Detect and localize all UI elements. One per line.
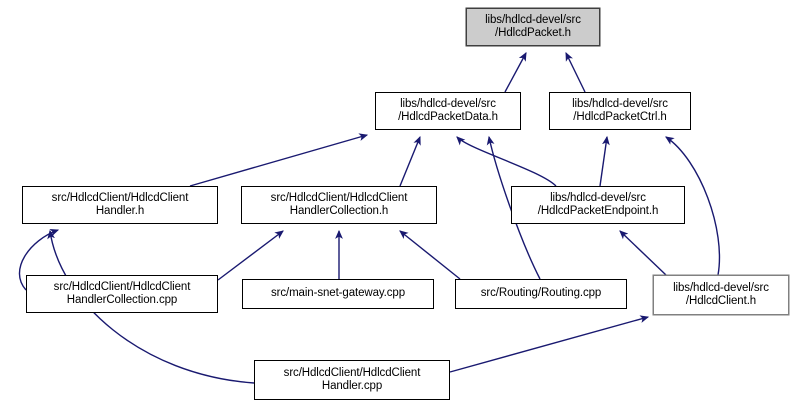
graph-edge-routing_cpp-to-hdlcdpacketdata: [486, 135, 541, 280]
graph-node-clienthandler_h[interactable]: src/HdlcdClient/HdlcdClient Handler.h: [22, 186, 218, 224]
graph-node-label: libs/hdlcd-devel/src /HdlcdClient.h: [673, 281, 769, 308]
graph-node-hdlcdpacketctrl[interactable]: libs/hdlcd-devel/src /HdlcdPacketCtrl.h: [549, 92, 691, 130]
graph-node-mainsnetgateway_cpp[interactable]: src/main-snet-gateway.cpp: [242, 279, 434, 309]
graph-node-label: libs/hdlcd-devel/src /HdlcdPacket.h: [485, 13, 581, 40]
graph-edge-clienthandler_cpp-to-clienthandler_h: [47, 229, 255, 384]
graph-edge-hdlcdclient_h-to-hdlcdpacketctrl: [665, 136, 721, 276]
graph-node-label: src/HdlcdClient/HdlcdClient HandlerColle…: [270, 191, 408, 218]
graph-edge-hdlcdclient_h-to-packetendpoint_h: [619, 230, 667, 276]
graph-edge-hdlcdpacketctrl-to-hdlcdpacket: [565, 51, 586, 93]
graph-node-label: src/HdlcdClient/HdlcdClient Handler.cpp: [283, 366, 421, 393]
graph-node-label: src/Routing/Routing.cpp: [480, 287, 602, 300]
graph-edge-packetendpoint_h-to-hdlcdpacketctrl: [599, 135, 610, 187]
graph-edge-clienthandlercollection_cpp-to-clienthandlercollection_h: [217, 230, 284, 281]
graph-edge-clienthandler_cpp-to-hdlcdclient_h: [449, 315, 650, 373]
graph-node-clienthandlercollection_cpp[interactable]: src/HdlcdClient/HdlcdClient HandlerColle…: [26, 275, 218, 313]
graph-node-hdlcdclient_h[interactable]: libs/hdlcd-devel/src /HdlcdClient.h: [653, 275, 789, 315]
graph-node-label: libs/hdlcd-devel/src /HdlcdPacketCtrl.h: [572, 97, 668, 124]
graph-node-label: src/HdlcdClient/HdlcdClient HandlerColle…: [53, 280, 191, 307]
graph-node-hdlcdpacketdata[interactable]: libs/hdlcd-devel/src /HdlcdPacketData.h: [375, 92, 521, 130]
graph-node-label: src/HdlcdClient/HdlcdClient Handler.h: [51, 191, 189, 218]
graph-node-label: libs/hdlcd-devel/src /HdlcdPacketData.h: [398, 97, 498, 124]
graph-node-label: src/main-snet-gateway.cpp: [270, 287, 406, 300]
graph-edge-clienthandlercollection_h-to-hdlcdpacketdata: [399, 135, 421, 187]
graph-node-packetendpoint_h[interactable]: libs/hdlcd-devel/src /HdlcdPacketEndpoin…: [511, 186, 685, 224]
graph-node-clienthandler_cpp[interactable]: src/HdlcdClient/HdlcdClient Handler.cpp: [254, 360, 450, 400]
graph-node-hdlcdpacket[interactable]: libs/hdlcd-devel/src /HdlcdPacket.h: [466, 8, 600, 46]
graph-node-label: libs/hdlcd-devel/src /HdlcdPacketEndpoin…: [537, 191, 659, 218]
graph-node-clienthandlercollection_h[interactable]: src/HdlcdClient/HdlcdClient HandlerColle…: [241, 186, 437, 224]
graph-edge-routing_cpp-to-clienthandlercollection_h: [399, 230, 461, 280]
graph-edge-clienthandler_h-to-hdlcdpacketdata: [189, 133, 369, 187]
graph-edge-hdlcdpacketdata-to-hdlcdpacket: [504, 52, 527, 93]
graph-edge-packetendpoint_h-to-hdlcdpacketdata: [456, 136, 557, 187]
graph-node-routing_cpp[interactable]: src/Routing/Routing.cpp: [455, 279, 627, 309]
